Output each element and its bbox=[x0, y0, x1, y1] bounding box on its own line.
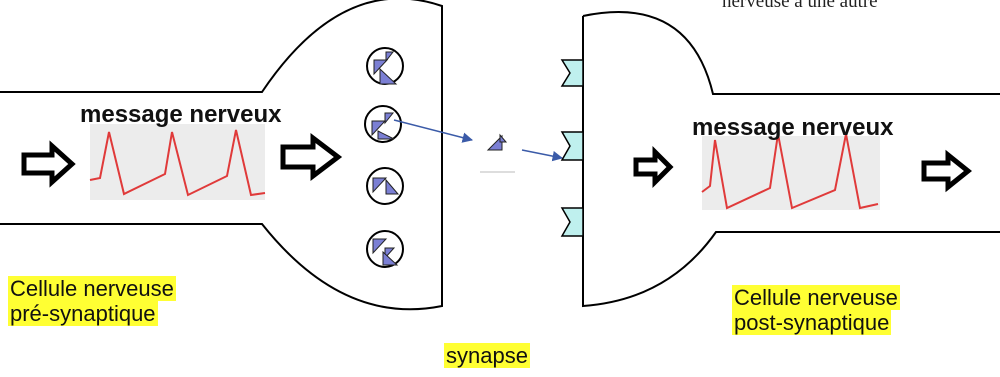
release-arrow-2 bbox=[521, 149, 564, 162]
presynaptic-cell-outline bbox=[0, 0, 443, 311]
vesicle-2 bbox=[364, 105, 402, 143]
pre-cell-label-line2: pré-synaptique bbox=[8, 301, 158, 327]
postsynaptic-cell-outline bbox=[582, 11, 1000, 308]
neurotransmitter bbox=[480, 133, 515, 173]
vesicle-1 bbox=[366, 47, 404, 85]
top-text-partial: nerveuse à une autre bbox=[722, 0, 878, 12]
presynaptic-signal-graph bbox=[89, 124, 266, 200]
post-input-arrow-icon bbox=[633, 145, 674, 189]
pre-cell-label-line1: Cellule nerveuse bbox=[8, 276, 176, 301]
synapse-label-text: synapse bbox=[444, 343, 530, 368]
synapse-label: synapse bbox=[444, 343, 530, 368]
receptor-2 bbox=[560, 131, 584, 161]
pre-output-arrow-icon bbox=[280, 132, 343, 182]
receptor-3 bbox=[560, 207, 584, 237]
vesicle-4 bbox=[366, 230, 404, 268]
pre-cell-label: Cellule nerveuse pré-synaptique bbox=[8, 276, 176, 327]
receptor-1 bbox=[560, 59, 584, 87]
pre-message-label: message nerveux bbox=[80, 101, 282, 128]
post-cell-label-line2: post-synaptique bbox=[732, 310, 892, 336]
vesicle-3 bbox=[366, 167, 404, 205]
release-arrow-1 bbox=[393, 119, 474, 143]
post-cell-label-line1: Cellule nerveuse bbox=[732, 285, 900, 310]
post-cell-label: Cellule nerveuse post-synaptique bbox=[732, 285, 900, 336]
post-message-label: message nerveux bbox=[692, 114, 894, 141]
post-output-arrow-icon bbox=[921, 149, 973, 193]
postsynaptic-signal-graph bbox=[701, 133, 880, 210]
input-arrow-icon bbox=[21, 140, 76, 188]
